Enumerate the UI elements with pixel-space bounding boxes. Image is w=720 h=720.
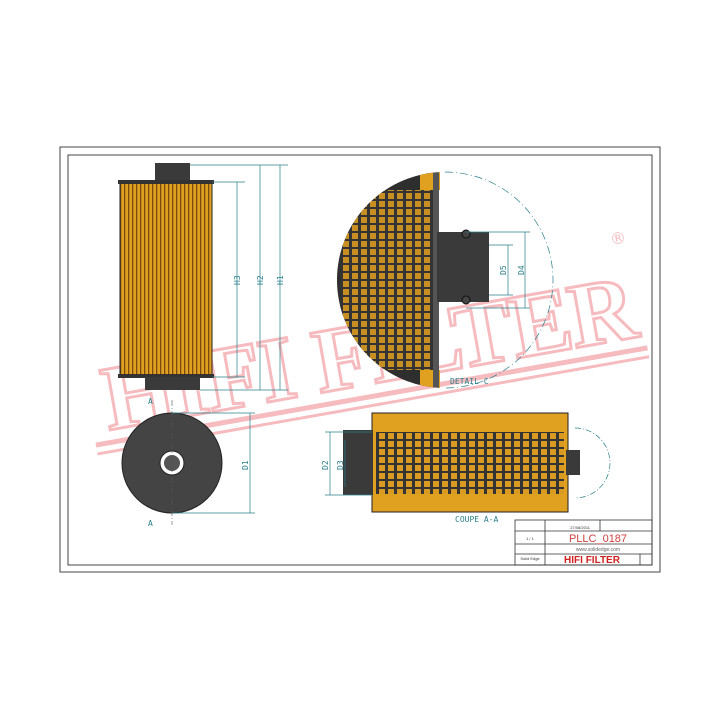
section-view [325, 412, 611, 513]
filter-front-view [118, 163, 214, 390]
dim-d4: D4 [517, 265, 526, 275]
tb-website: www.solidedge.com [576, 547, 620, 553]
dim-h1: H1 [276, 275, 285, 285]
dim-d3: D3 [336, 460, 345, 470]
height-dimensions [190, 164, 288, 391]
dim-d2: D2 [321, 460, 330, 470]
sheet-frame [59, 146, 661, 573]
filter-end-view [121, 400, 255, 525]
detail-label: DETAIL C [450, 377, 489, 386]
tb-software: Solid Edge [520, 556, 540, 561]
dim-d5: D5 [499, 265, 508, 275]
title-block [514, 519, 653, 566]
tb-brand: HIFI FILTER [564, 555, 621, 566]
dim-d1: D1 [241, 460, 250, 470]
tb-date: 27/08/2011 [570, 525, 590, 530]
dim-h2: H2 [256, 275, 265, 285]
tb-part-number: PLLC_0187 [569, 533, 627, 545]
svg-text:®: ® [608, 228, 627, 249]
section-marker-top: A [148, 397, 153, 406]
section-marker-bottom: A [148, 519, 153, 528]
dim-h3: H3 [233, 275, 242, 285]
tb-scale: 1 / 1 [526, 536, 535, 541]
section-label: COUPE A-A [455, 515, 499, 524]
